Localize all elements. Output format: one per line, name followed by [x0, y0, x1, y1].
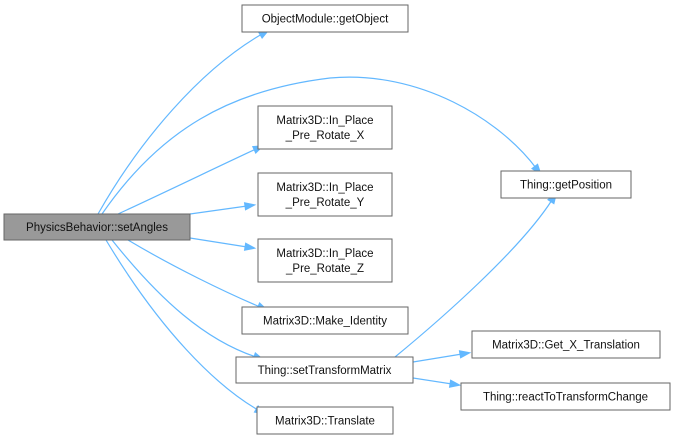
edge-line	[412, 353, 463, 363]
node-label: PhysicsBehavior::setAngles	[26, 222, 168, 234]
edge-setTM-to-getX	[412, 350, 472, 363]
node-label: Thing::getPosition	[520, 180, 612, 192]
arrowhead	[448, 379, 462, 388]
edge-root-to-translate	[105, 239, 267, 415]
node-box	[257, 238, 393, 283]
node-box	[241, 4, 409, 33]
node-react[interactable]: Thing::reactToTransformChange	[460, 382, 671, 411]
edge-line	[189, 237, 248, 248]
arrowhead	[243, 242, 257, 251]
edge-setTM-to-react	[412, 377, 462, 388]
node-box	[256, 406, 394, 435]
node-box	[471, 330, 661, 359]
node-rotX[interactable]: Matrix3D::In_Place_Pre_Rotate_X	[257, 105, 393, 150]
edges-layer	[97, 29, 558, 415]
edge-root-to-rotY	[189, 202, 257, 215]
edge-line	[412, 377, 453, 385]
edge-line	[127, 239, 261, 308]
edge-root-to-rotZ	[189, 237, 257, 251]
node-box	[235, 356, 414, 384]
edge-line	[101, 76, 537, 215]
arrowhead	[458, 350, 472, 359]
node-box	[257, 172, 393, 217]
node-label: Matrix3D::Make_Identity	[263, 316, 387, 328]
edge-line	[394, 199, 553, 358]
node-label: Matrix3D::Get_X_Translation	[492, 340, 640, 352]
node-translate[interactable]: Matrix3D::Translate	[256, 406, 394, 435]
node-label: Matrix3D::In_Place	[276, 182, 373, 194]
edge-line	[117, 148, 257, 215]
node-label: _Pre_Rotate_Z	[285, 263, 364, 275]
node-root[interactable]: PhysicsBehavior::setAngles	[3, 213, 191, 241]
node-label: Thing::setTransformMatrix	[258, 365, 392, 377]
edge-line	[189, 205, 248, 215]
edge-root-to-rotX	[117, 144, 265, 215]
node-box	[460, 382, 671, 411]
edge-line	[105, 239, 259, 411]
node-rotZ[interactable]: Matrix3D::In_Place_Pre_Rotate_Z	[257, 238, 393, 283]
node-getX[interactable]: Matrix3D::Get_X_Translation	[471, 330, 661, 359]
node-label: _Pre_Rotate_X	[285, 130, 365, 142]
node-label: Matrix3D::In_Place	[276, 248, 373, 260]
node-box	[241, 306, 409, 335]
node-label: Matrix3D::Translate	[275, 416, 375, 428]
node-label: Thing::reactToTransformChange	[483, 392, 648, 404]
nodes-layer: PhysicsBehavior::setAngles ObjectModule::…	[3, 4, 671, 435]
node-label: _Pre_Rotate_Y	[285, 197, 365, 209]
edge-root-to-identity	[127, 239, 269, 311]
arrowhead	[243, 202, 257, 211]
edge-line	[111, 239, 257, 358]
node-label: Matrix3D::In_Place	[276, 115, 373, 127]
node-box	[3, 213, 191, 241]
node-rotY[interactable]: Matrix3D::In_Place_Pre_Rotate_Y	[257, 172, 393, 217]
edge-root-to-setTM	[111, 239, 265, 361]
node-label: ObjectModule::getObject	[262, 14, 389, 26]
node-setTM[interactable]: Thing::setTransformMatrix	[235, 356, 414, 384]
node-box	[500, 170, 632, 199]
node-getPosition[interactable]: Thing::getPosition	[500, 170, 632, 199]
node-box	[257, 105, 393, 150]
edge-line	[97, 33, 263, 215]
node-getObject[interactable]: ObjectModule::getObject	[241, 4, 409, 33]
node-identity[interactable]: Matrix3D::Make_Identity	[241, 306, 409, 335]
